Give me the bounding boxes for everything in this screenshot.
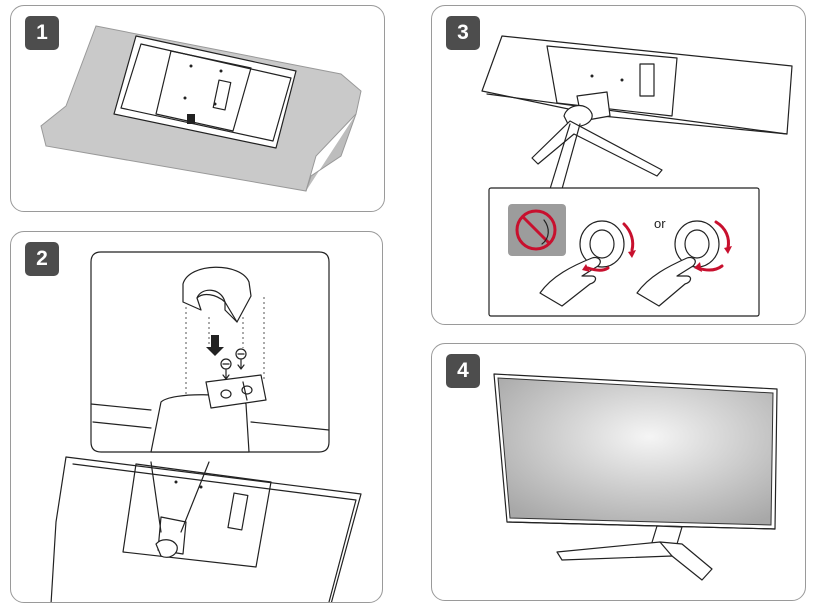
step-1-illustration: [40, 25, 362, 192]
step-2-panel: 2: [10, 231, 383, 603]
stand-base: [531, 120, 663, 177]
stand-base-loop: [182, 266, 252, 323]
prohibited-icon: [508, 204, 566, 256]
step-1-panel: 1: [10, 5, 385, 212]
monitor-back-panel: [50, 456, 362, 602]
step-4-badge: 4: [446, 354, 480, 388]
down-arrow-icon: [206, 335, 224, 356]
step-3-badge: 3: [446, 16, 480, 50]
monitor-screen: [497, 377, 774, 526]
step-1-badge: 1: [25, 16, 59, 50]
monitor-back-upright: [481, 35, 793, 135]
screw-icon: [220, 358, 232, 380]
monitor-back-face-down: [113, 35, 297, 149]
or-label: or: [654, 216, 666, 231]
step-3-panel: 3 or: [431, 5, 806, 325]
step-2-illustration: [50, 251, 362, 602]
step-3-illustration: or: [481, 35, 793, 317]
step-4-illustration: [493, 373, 778, 581]
stand-base: [556, 541, 713, 581]
bracket-plate: [205, 374, 267, 409]
hand-rotating-base-icon: [539, 220, 636, 307]
screw-icon: [235, 348, 247, 370]
zoom-callout: [90, 251, 330, 453]
step-4-panel: 4: [431, 343, 806, 601]
hand-rotating-base-icon: [636, 220, 732, 307]
step-2-badge: 2: [25, 242, 59, 276]
